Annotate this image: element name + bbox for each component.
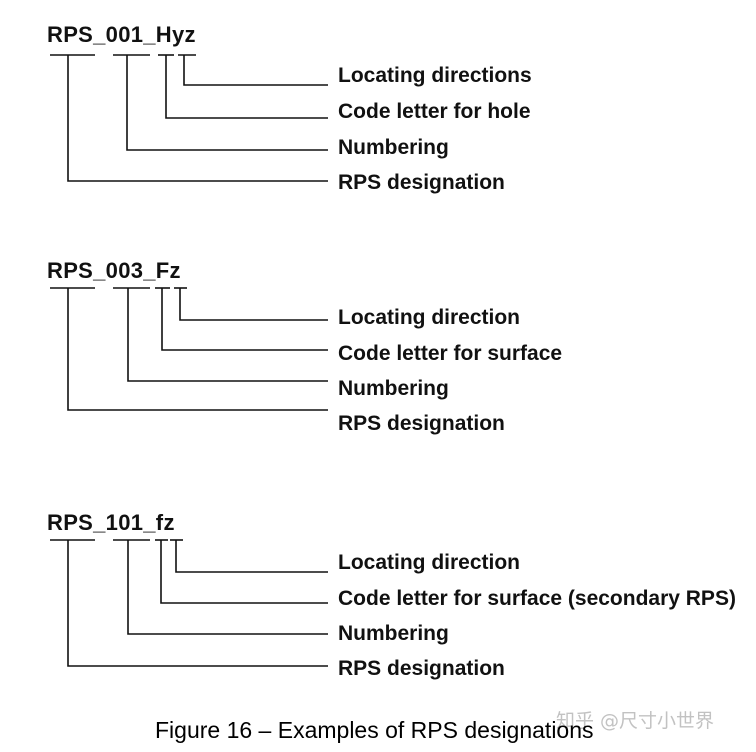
label-numbering-2: Numbering bbox=[338, 377, 449, 400]
leader-number-3 bbox=[127, 540, 328, 635]
rps-code-3: RPS_101_fz bbox=[47, 510, 175, 535]
leader-rps-3 bbox=[67, 540, 328, 667]
label-locating-direction-2: Locating direction bbox=[338, 306, 521, 329]
leader-direction-1 bbox=[183, 55, 328, 86]
leader-number-1 bbox=[126, 55, 328, 151]
leader-number-2 bbox=[127, 288, 328, 382]
leader-rps-2 bbox=[67, 288, 328, 411]
label-code-letter-1: Code letter for hole bbox=[338, 100, 531, 123]
leader-letter-3 bbox=[160, 540, 328, 604]
rps-code-1: RPS_001_Hyz bbox=[47, 22, 196, 47]
label-locating-directions-1: Locating directions bbox=[338, 64, 532, 87]
leader-direction-2 bbox=[179, 288, 328, 321]
leader-direction-3 bbox=[175, 540, 328, 573]
leader-rps-1 bbox=[67, 55, 328, 182]
figure-caption: Figure 16 – Examples of RPS designations bbox=[155, 717, 594, 743]
leader-letter-2 bbox=[161, 288, 328, 351]
label-code-letter-2: Code letter for surface bbox=[338, 342, 563, 365]
label-numbering-1: Numbering bbox=[338, 136, 449, 159]
label-locating-direction-3: Locating direction bbox=[338, 551, 521, 574]
watermark: 知乎 @尺寸小世界 bbox=[556, 710, 715, 732]
label-rps-designation-2: RPS designation bbox=[338, 412, 505, 435]
label-code-letter-3: Code letter for surface (secondary RPS) bbox=[338, 587, 736, 610]
label-numbering-3: Numbering bbox=[338, 622, 449, 645]
rps-code-2: RPS_003_Fz bbox=[47, 258, 181, 283]
label-rps-designation-1: RPS designation bbox=[338, 171, 505, 194]
label-rps-designation-3: RPS designation bbox=[338, 657, 505, 680]
leader-letter-1 bbox=[165, 55, 328, 119]
